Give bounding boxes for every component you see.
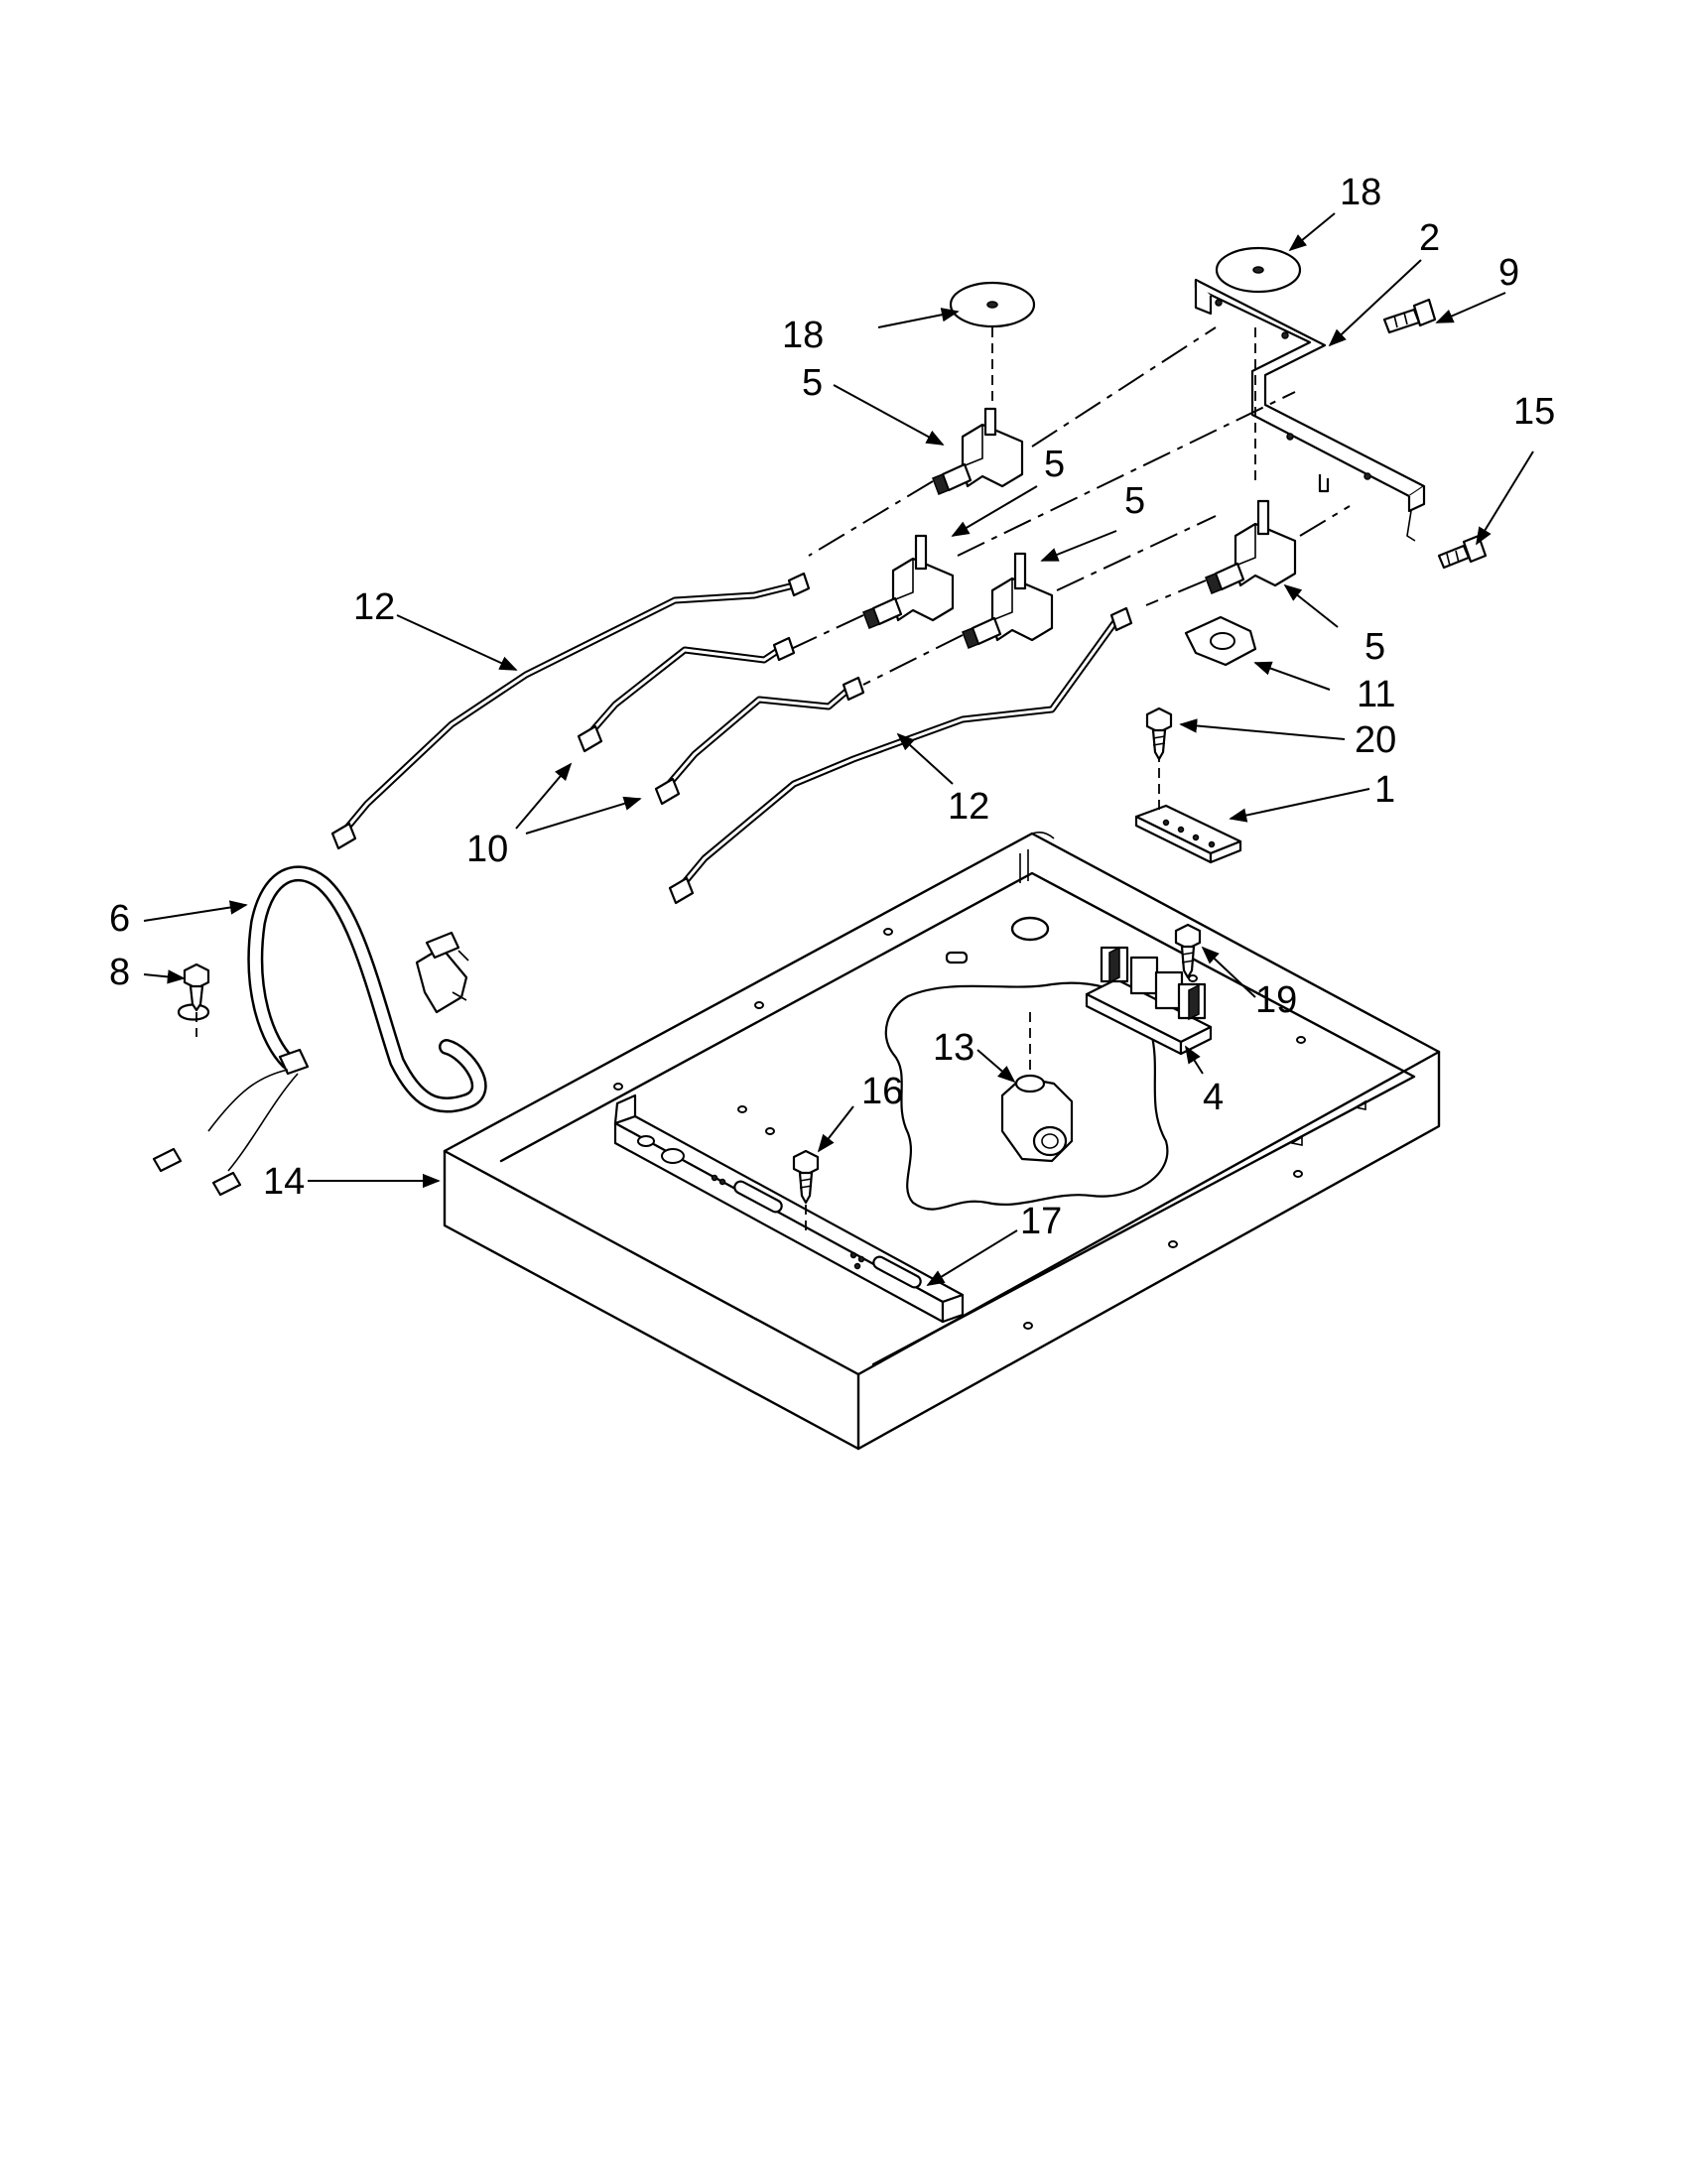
callout-8: 8: [109, 952, 130, 993]
floor-opening: [1010, 916, 1050, 942]
screw-9: [1382, 298, 1437, 334]
burner-cap: [1215, 246, 1302, 294]
screw-20: [1145, 707, 1173, 761]
base-pan: [443, 832, 1441, 1451]
callout-5-c: 5: [1124, 480, 1145, 522]
rim-hole: [883, 928, 893, 936]
screw-19: [1174, 923, 1202, 979]
valve: [962, 552, 1054, 649]
rim-hole: [1293, 1170, 1303, 1178]
burner-cap: [949, 281, 1036, 402]
rim-hole: [1296, 1036, 1306, 1044]
gas-tube: [668, 606, 1133, 905]
callout-4: 4: [1203, 1077, 1224, 1118]
gas-tube: [654, 676, 865, 806]
valve: [862, 534, 955, 629]
rear-bracket: [613, 1093, 965, 1324]
rim-hole: [1168, 1240, 1178, 1248]
callout-labels: 18 18 2 9 15 5 5 5 5 11 20 1 12 12 10 6 …: [109, 172, 1555, 1242]
callout-12-left: 12: [353, 586, 395, 628]
alignment-line: [957, 391, 1296, 557]
callout-15: 15: [1513, 391, 1555, 433]
callout-17: 17: [1020, 1201, 1062, 1242]
alignment-line: [808, 480, 934, 557]
valve: [932, 407, 1024, 495]
callout-20: 20: [1355, 719, 1396, 761]
callout-5-b: 5: [1044, 444, 1065, 485]
floor-slot: [945, 951, 969, 964]
callout-5-a: 5: [802, 362, 823, 404]
callout-13: 13: [933, 1027, 974, 1069]
callout-1: 1: [1374, 769, 1395, 811]
alignment-line: [788, 614, 864, 651]
rim-hole: [613, 1083, 623, 1091]
alignment-line: [1299, 505, 1351, 537]
rim-hole: [754, 1001, 764, 1009]
screw-8: [183, 963, 210, 1037]
callout-19: 19: [1255, 979, 1297, 1021]
mounting-bracket: [1134, 752, 1242, 864]
gas-tube: [577, 636, 796, 753]
callout-11: 11: [1357, 674, 1395, 715]
valve: [1205, 499, 1297, 594]
rim-hole: [1023, 1322, 1033, 1330]
gas-regulator: [1000, 1012, 1074, 1163]
callout-9: 9: [1498, 252, 1519, 294]
leader-lines: [143, 212, 1534, 1286]
screw-16: [792, 1149, 820, 1230]
gas-tube: [330, 572, 811, 850]
alignment-line: [862, 634, 964, 686]
callout-5-d: 5: [1364, 626, 1385, 668]
alignment-line: [1031, 326, 1217, 448]
power-cord: [152, 865, 487, 1197]
gasket: [1184, 615, 1257, 667]
alignment-line: [1145, 579, 1207, 606]
callout-14: 14: [263, 1161, 305, 1203]
callout-12-right: 12: [948, 786, 989, 828]
callout-16: 16: [861, 1071, 903, 1112]
callout-18-top: 18: [1340, 172, 1381, 213]
rim-hole: [1188, 974, 1198, 982]
callout-10: 10: [466, 829, 508, 870]
callout-6: 6: [109, 898, 130, 940]
manifold-pipe: [1194, 278, 1426, 542]
callout-18-left: 18: [782, 315, 824, 356]
alignment-line: [1056, 515, 1217, 591]
callout-2: 2: [1419, 217, 1440, 259]
